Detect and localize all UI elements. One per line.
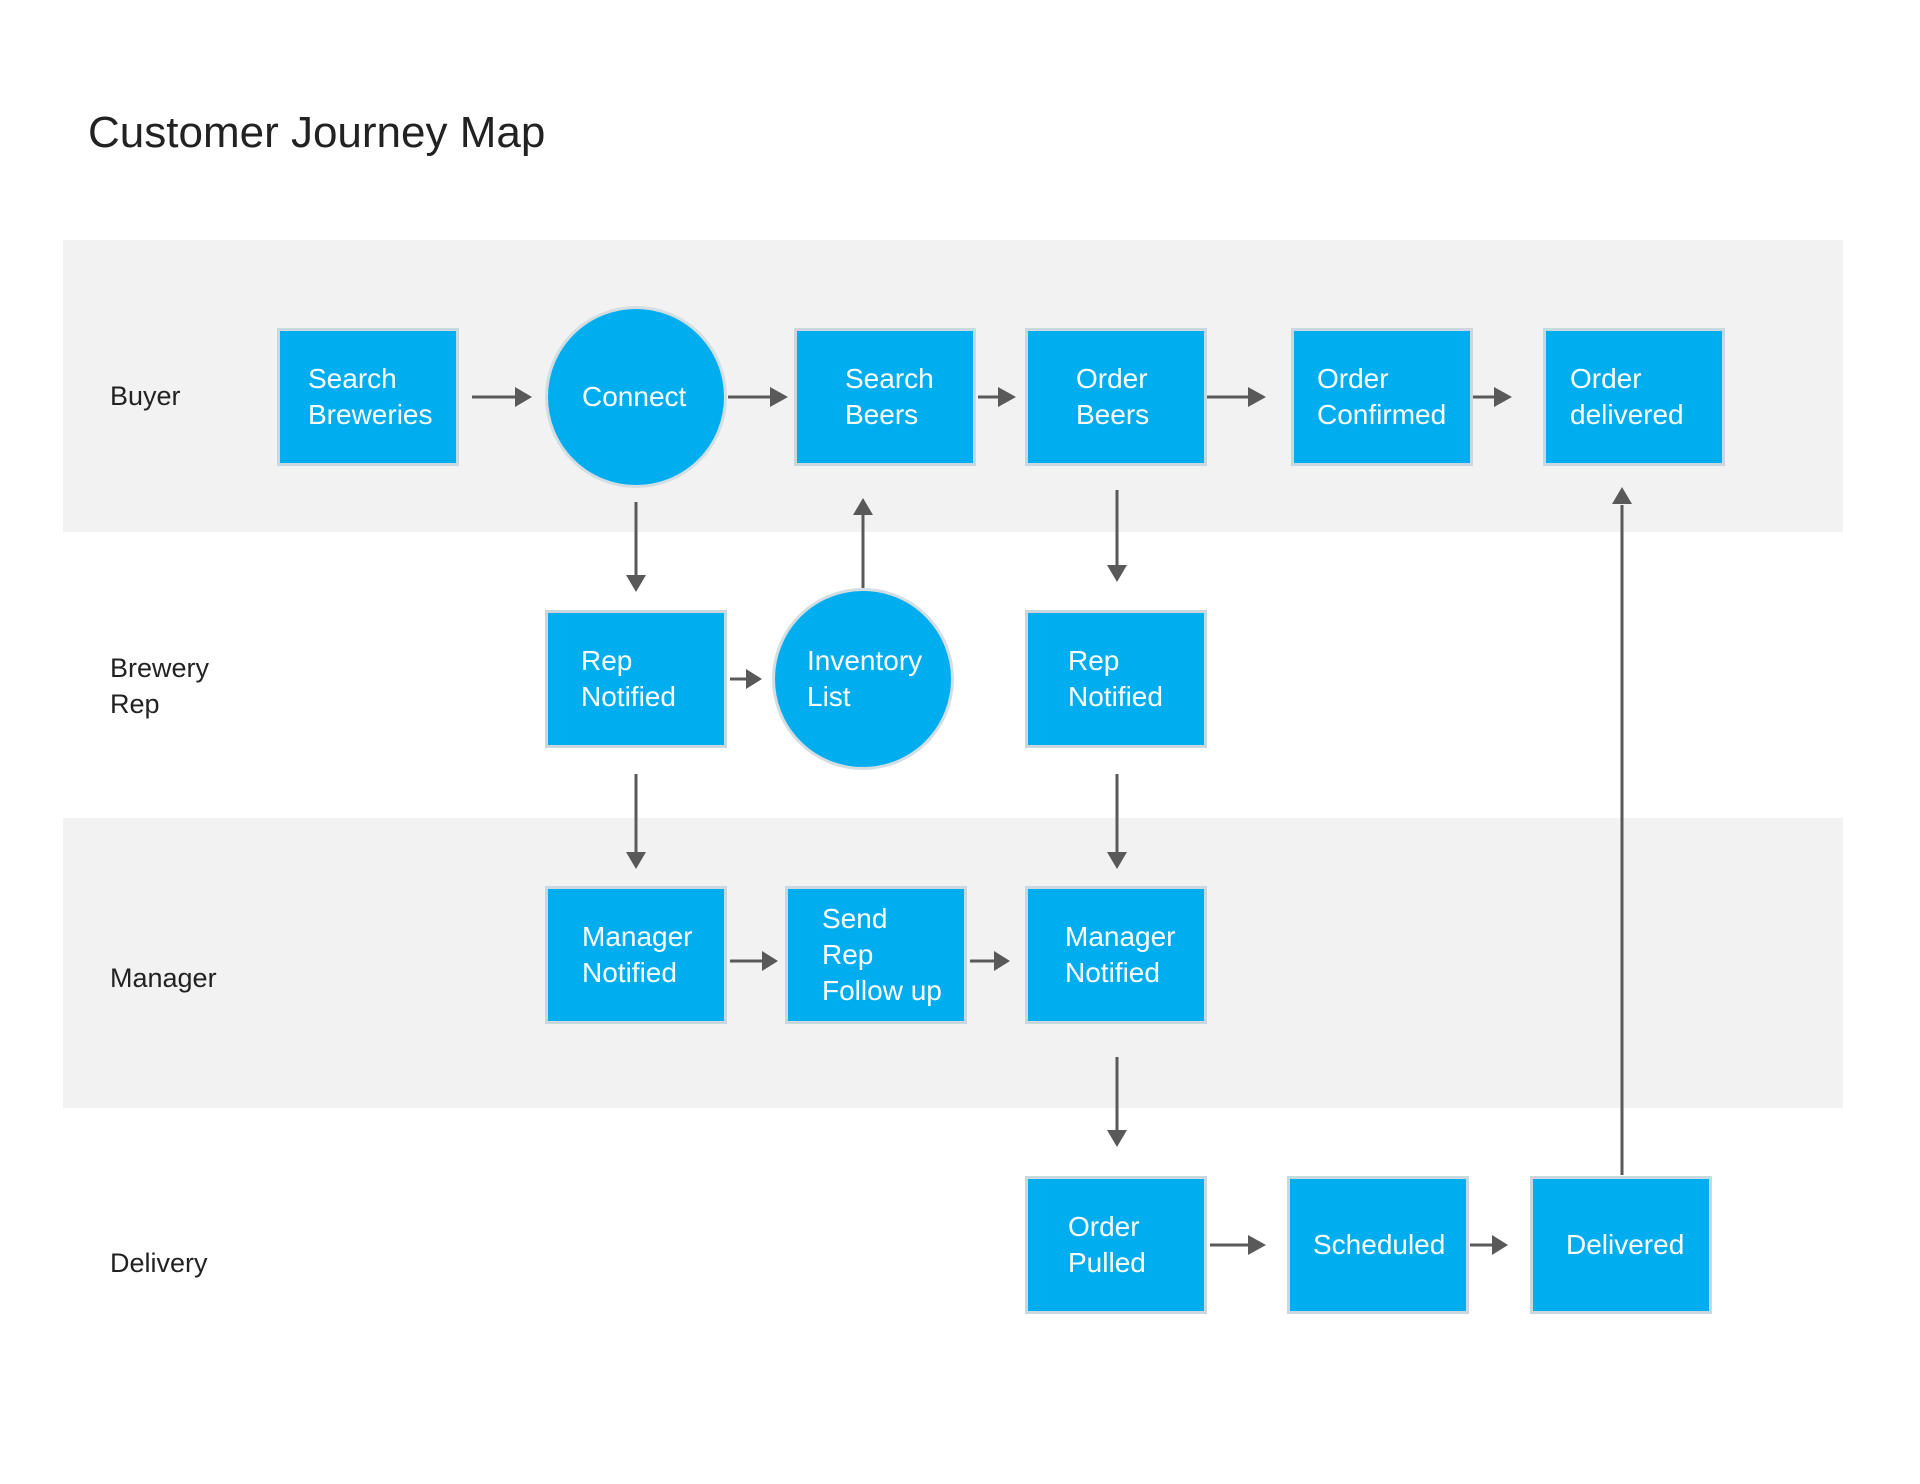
lane-label-manager: Manager: [110, 963, 217, 993]
node-send-rep-follow-up: Send Rep Follow up: [785, 886, 967, 1024]
arrowhead: [1107, 565, 1127, 582]
node-search-beers: Search Beers: [794, 328, 976, 466]
arrowhead: [626, 852, 646, 869]
node-scheduled: Scheduled: [1287, 1176, 1469, 1314]
node-order-delivered: Order delivered: [1543, 328, 1725, 466]
node-search-breweries: Search Breweries: [277, 328, 459, 466]
node-order-pulled: Order Pulled: [1025, 1176, 1207, 1314]
arrowhead: [1248, 387, 1266, 407]
node-inventory-list: Inventory List: [772, 588, 954, 770]
arrowhead: [1492, 1235, 1508, 1255]
arrowhead: [998, 387, 1016, 407]
page-title: Customer Journey Map: [88, 108, 546, 157]
arrowhead: [1107, 852, 1127, 869]
node-manager-notified-1: Manager Notified: [545, 886, 727, 1024]
node-manager-notified-2: Manager Notified: [1025, 886, 1207, 1024]
node-rep-notified-1: Rep Notified: [545, 610, 727, 748]
arrowhead: [1612, 487, 1632, 504]
lane-label-brewery-rep: Brewery Rep: [110, 653, 210, 719]
lane-label-buyer: Buyer: [110, 381, 181, 411]
arrowhead: [853, 498, 873, 515]
arrowhead: [746, 669, 762, 689]
arrowhead: [770, 387, 788, 407]
arrowhead: [515, 387, 532, 407]
node-order-beers: Order Beers: [1025, 328, 1207, 466]
arrowhead: [1248, 1235, 1266, 1255]
lane-label-delivery: Delivery: [110, 1248, 208, 1278]
arrowhead: [994, 951, 1010, 971]
arrowhead: [626, 575, 646, 592]
node-rep-notified-2: Rep Notified: [1025, 610, 1207, 748]
arrowhead: [1494, 387, 1512, 407]
node-delivered: Delivered: [1530, 1176, 1712, 1314]
node-order-confirmed: Order Confirmed: [1291, 328, 1473, 466]
arrowhead: [762, 951, 778, 971]
node-connect: Connect: [545, 306, 727, 488]
arrowhead: [1107, 1130, 1127, 1147]
